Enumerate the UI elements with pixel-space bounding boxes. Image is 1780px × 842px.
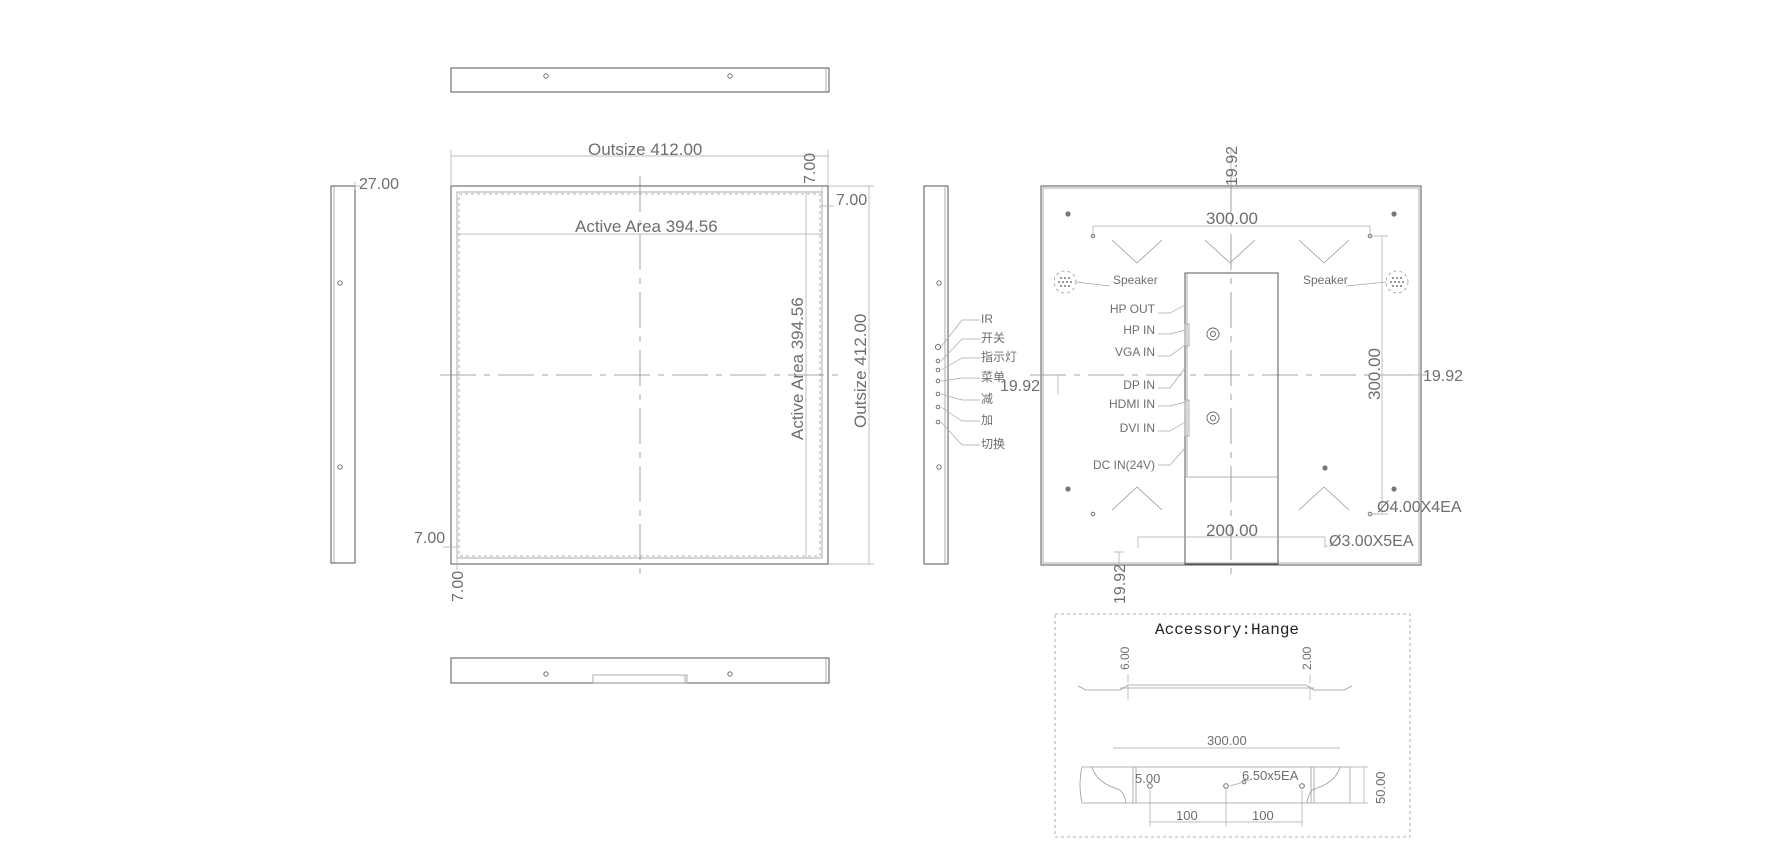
speaker-grille-right bbox=[1385, 270, 1409, 294]
back-vesa-width: 300.00 bbox=[1206, 209, 1258, 228]
accessory-panel: Accessory:Hange 6.00 2.00 300.00 5.00 6.… bbox=[1054, 613, 1411, 838]
accessory-width: 300.00 bbox=[1207, 733, 1247, 748]
port-hdmi-in: HDMI IN bbox=[1109, 397, 1155, 411]
accessory-title: Accessory:Hange bbox=[1155, 621, 1299, 639]
bezel-right-label: 7.00 bbox=[836, 192, 867, 209]
button-label-ir: IR bbox=[981, 312, 993, 326]
port-vga-in: VGA IN bbox=[1115, 345, 1155, 359]
front-view: Outsize 412.00 Active Area 394.56 7.00 7… bbox=[414, 140, 874, 602]
depth-dimension: 27.00 bbox=[359, 176, 399, 193]
button-label-indicator: 指示灯 bbox=[981, 349, 1017, 364]
active-width-label: Active Area 394.56 bbox=[575, 217, 718, 236]
back-hole-small: Ø3.00X5EA bbox=[1329, 533, 1414, 550]
back-right-offset: 19.92 bbox=[1423, 368, 1463, 385]
outsize-height-label: Outsize 412.00 bbox=[851, 314, 870, 428]
button-label-menu: 菜单 bbox=[981, 370, 1005, 384]
bezel-left-label: 7.00 bbox=[414, 530, 445, 547]
button-label-minus: 减 bbox=[981, 392, 993, 406]
bezel-bottom-label: 7.00 bbox=[450, 571, 467, 602]
port-dp-in: DP IN bbox=[1123, 378, 1155, 392]
back-left-offset: 19.92 bbox=[1000, 378, 1040, 395]
accessory-height-left: 6.00 bbox=[1118, 646, 1132, 670]
back-bottom-width: 200.00 bbox=[1206, 521, 1258, 540]
accessory-radius: 5.00 bbox=[1135, 771, 1160, 786]
port-dvi-in: DVI IN bbox=[1120, 421, 1155, 435]
speaker-left-label: Speaker bbox=[1113, 273, 1158, 287]
accessory-plate-height: 50.00 bbox=[1373, 771, 1388, 804]
outsize-width-label: Outsize 412.00 bbox=[588, 140, 702, 159]
port-hp-out: HP OUT bbox=[1110, 302, 1156, 316]
accessory-pitch-left: 100 bbox=[1176, 808, 1198, 823]
port-dc-in: DC IN(24V) bbox=[1093, 458, 1155, 472]
back-vesa-height: 300.00 bbox=[1365, 348, 1384, 400]
accessory-hole-callout: 6.50x5EA bbox=[1242, 768, 1299, 783]
bottom-view bbox=[450, 657, 830, 684]
back-hole-large: Ø4.00X4EA bbox=[1377, 499, 1462, 516]
back-top-offset: 19.92 bbox=[1224, 146, 1241, 186]
port-hp-in: HP IN bbox=[1123, 323, 1155, 337]
button-label-switch: 切换 bbox=[981, 437, 1005, 451]
back-bottom-offset: 19.92 bbox=[1112, 564, 1129, 604]
button-label-plus: 加 bbox=[981, 413, 993, 427]
right-side-view: IR 开关 指示灯 菜单 减 加 切换 bbox=[923, 185, 1017, 565]
accessory-pitch-right: 100 bbox=[1252, 808, 1274, 823]
speaker-grille-left bbox=[1053, 270, 1077, 294]
left-side-view: 27.00 bbox=[330, 176, 399, 564]
top-view bbox=[450, 67, 830, 93]
back-view: Speaker Speaker HP OUT HP IN VGA IN DP I… bbox=[1000, 146, 1463, 604]
bezel-top-label: 7.00 bbox=[802, 153, 819, 184]
button-label-power: 开关 bbox=[981, 331, 1005, 345]
accessory-height-right: 2.00 bbox=[1300, 646, 1314, 670]
speaker-right-label: Speaker bbox=[1303, 273, 1348, 287]
active-height-label: Active Area 394.56 bbox=[788, 297, 807, 440]
